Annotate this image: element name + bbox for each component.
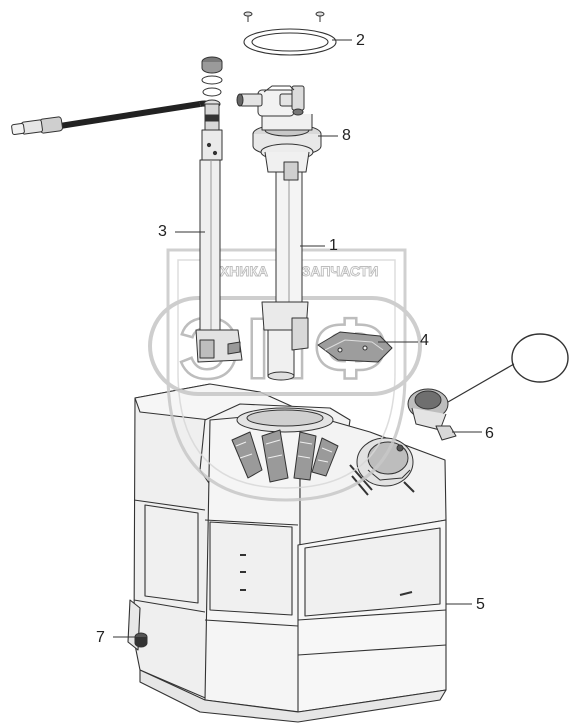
callout-7: 7	[96, 629, 105, 646]
sensor-cable	[11, 100, 217, 136]
callout-3: 3	[158, 223, 167, 240]
float-bracket	[317, 331, 393, 363]
tank-top-opening	[231, 407, 339, 483]
sender-head	[236, 85, 322, 173]
callout-6: 6	[485, 425, 494, 442]
screw-icon	[243, 11, 325, 22]
callout-2: 2	[356, 32, 365, 49]
callout-4: 4	[420, 332, 429, 349]
sender-tube	[261, 161, 309, 381]
cover-ring	[243, 28, 337, 56]
callout-8: 8	[342, 127, 351, 144]
tube-fitting	[201, 56, 223, 131]
callout-1: 1	[329, 237, 338, 254]
callout-5: 5	[476, 596, 485, 613]
leader-lines	[113, 39, 482, 638]
suction-tube	[195, 129, 243, 363]
filler-cap-with-strap	[407, 333, 569, 441]
watermark-caption-right: ЗАПЧАСТИ	[302, 263, 379, 279]
drain-plug	[134, 632, 148, 648]
